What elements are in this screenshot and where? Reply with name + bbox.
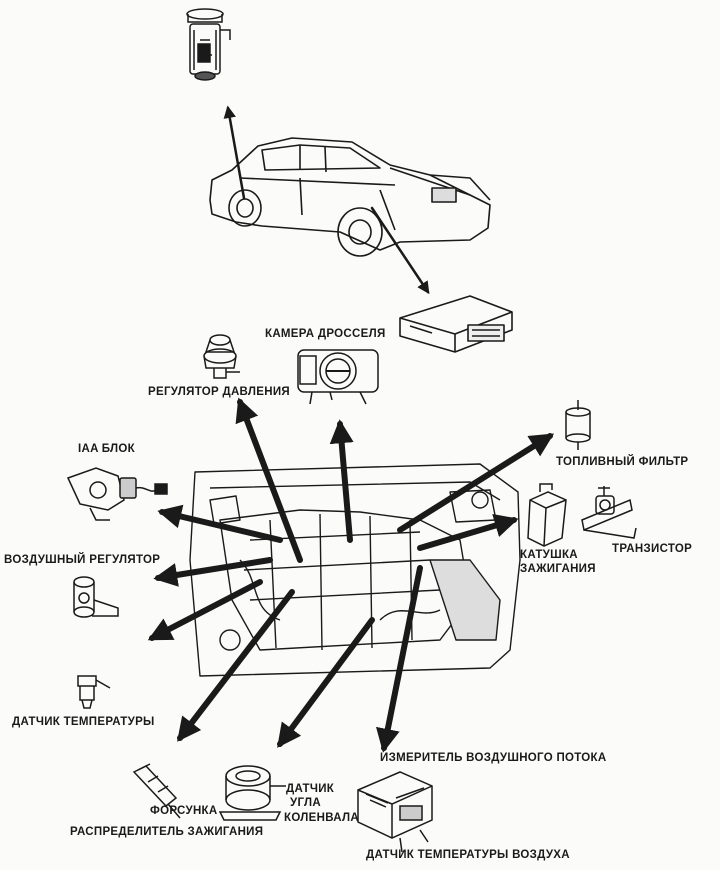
arrow-air-flow-meter [375,565,423,753]
label-distributor: РАСПРЕДЕЛИТЕЛЬ ЗАЖИГАНИЯ [70,826,264,838]
car-illustration [209,137,491,257]
label-crank-sensor-line3: КОЛЕНВАЛА [284,812,359,824]
fuel-filter-illustration [565,400,591,450]
iaa-block-illustration [66,467,168,521]
label-crank-sensor-line1: ДАТЧИК [286,783,335,795]
arrow-fuel-pump [223,105,246,200]
label-iaa-block: IAA БЛОК [78,443,135,455]
label-injector: ФОРСУНКА [150,805,218,817]
air-regulator-illustration [73,576,119,618]
ignition-coil-illustration [527,483,567,547]
label-ignition-coil-line2: ЗАЖИГАНИЯ [520,563,596,575]
arrow-injector [177,589,295,742]
throttle-chamber-illustration [297,349,379,405]
label-throttle-chamber: КАМЕРА ДРОССЕЛЯ [265,328,386,340]
fuel-pump-illustration [186,8,231,81]
arrow-fuel-filter [397,433,555,533]
air-flow-meter-illustration [357,771,433,853]
label-crank-sensor-line2: УГЛА [290,797,321,809]
temp-sensor-illustration [77,675,111,709]
distributor-illustration [218,765,286,821]
label-temp-sensor: ДАТЧИК ТЕМПЕРАТУРЫ [12,716,155,728]
transistor-illustration [581,486,637,539]
arrow-iaa [157,504,283,543]
label-fuel-filter: ТОПЛИВНЫЙ ФИЛЬТР [556,456,689,468]
label-ignition-coil-line1: КАТУШКА [520,549,578,561]
label-air-regulator: ВОЗДУШНЫЙ РЕГУЛЯТОР [4,554,161,566]
pressure-regulator-illustration [203,334,240,379]
pointer-arrows [147,105,555,753]
arrow-temp-sensor [147,579,263,641]
label-air-temp-sensor: ДАТЧИК ТЕМПЕРАТУРЫ ВОЗДУХА [366,849,570,861]
injector-illustration [132,763,181,819]
arrow-ignition-coil [417,513,519,551]
label-air-flow-meter: ИЗМЕРИТЕЛЬ ВОЗДУШНОГО ПОТОКА [380,752,607,764]
label-pressure-regulator: РЕГУЛЯТОР ДАВЛЕНИЯ [148,386,290,398]
ecu-illustration [399,295,513,353]
label-transistor: ТРАНЗИСТОР [612,543,693,555]
arrow-pressure-regulator [235,397,303,563]
arrow-crank-sensor [277,617,375,748]
arrow-ecu [370,206,430,295]
arrow-air-regulator [153,557,273,587]
arrow-throttle [329,419,354,543]
